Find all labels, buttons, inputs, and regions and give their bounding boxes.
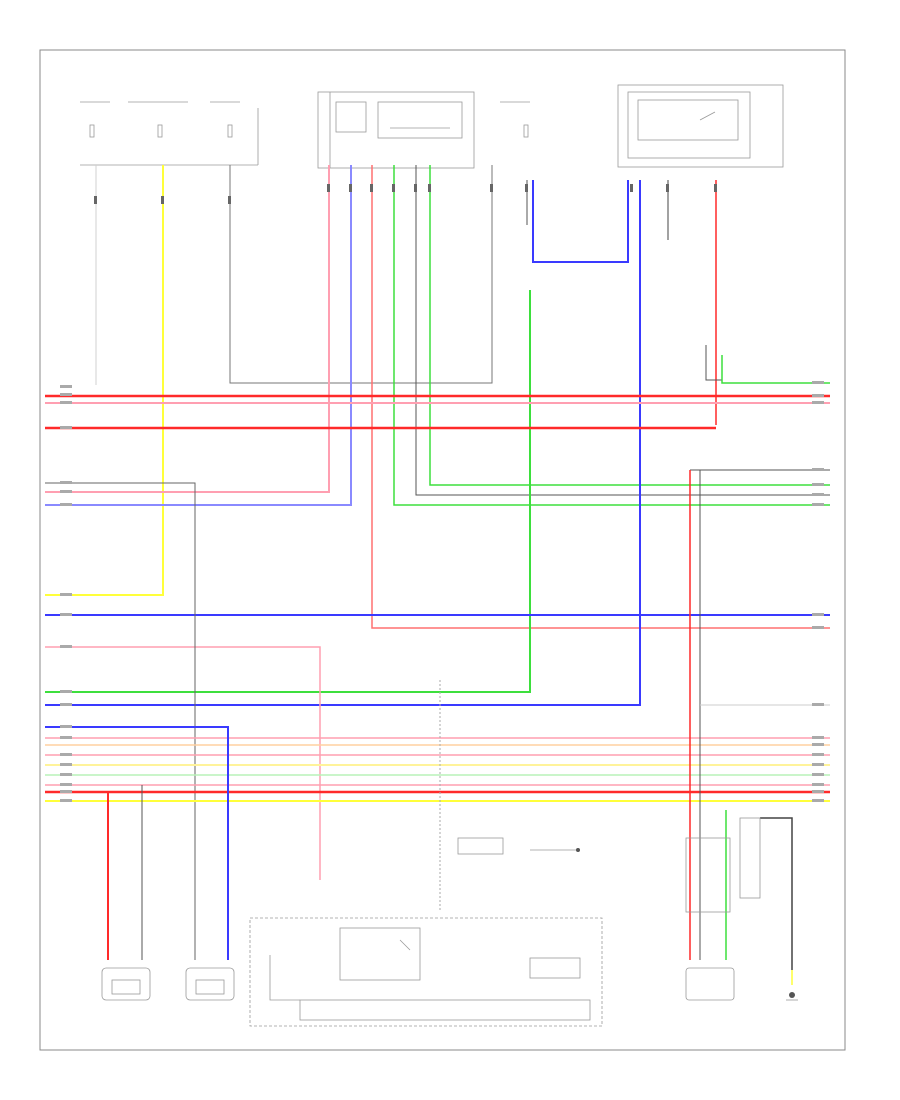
vertical-wires	[45, 165, 830, 706]
top-right-relay	[617, 84, 784, 168]
diagram-border	[39, 49, 846, 1051]
ground-right	[786, 992, 798, 1001]
control-unit	[249, 837, 603, 1027]
bottom-mid-sensor	[185, 967, 235, 1001]
bottom-left-sensor	[101, 967, 151, 1001]
right-bottom-assembly	[685, 817, 761, 1001]
horizontal-bus	[45, 394, 830, 985]
top-pins	[94, 184, 717, 204]
top-center-block	[317, 91, 475, 169]
edge-terminals	[60, 381, 824, 802]
top-fuse-labels	[80, 101, 530, 166]
